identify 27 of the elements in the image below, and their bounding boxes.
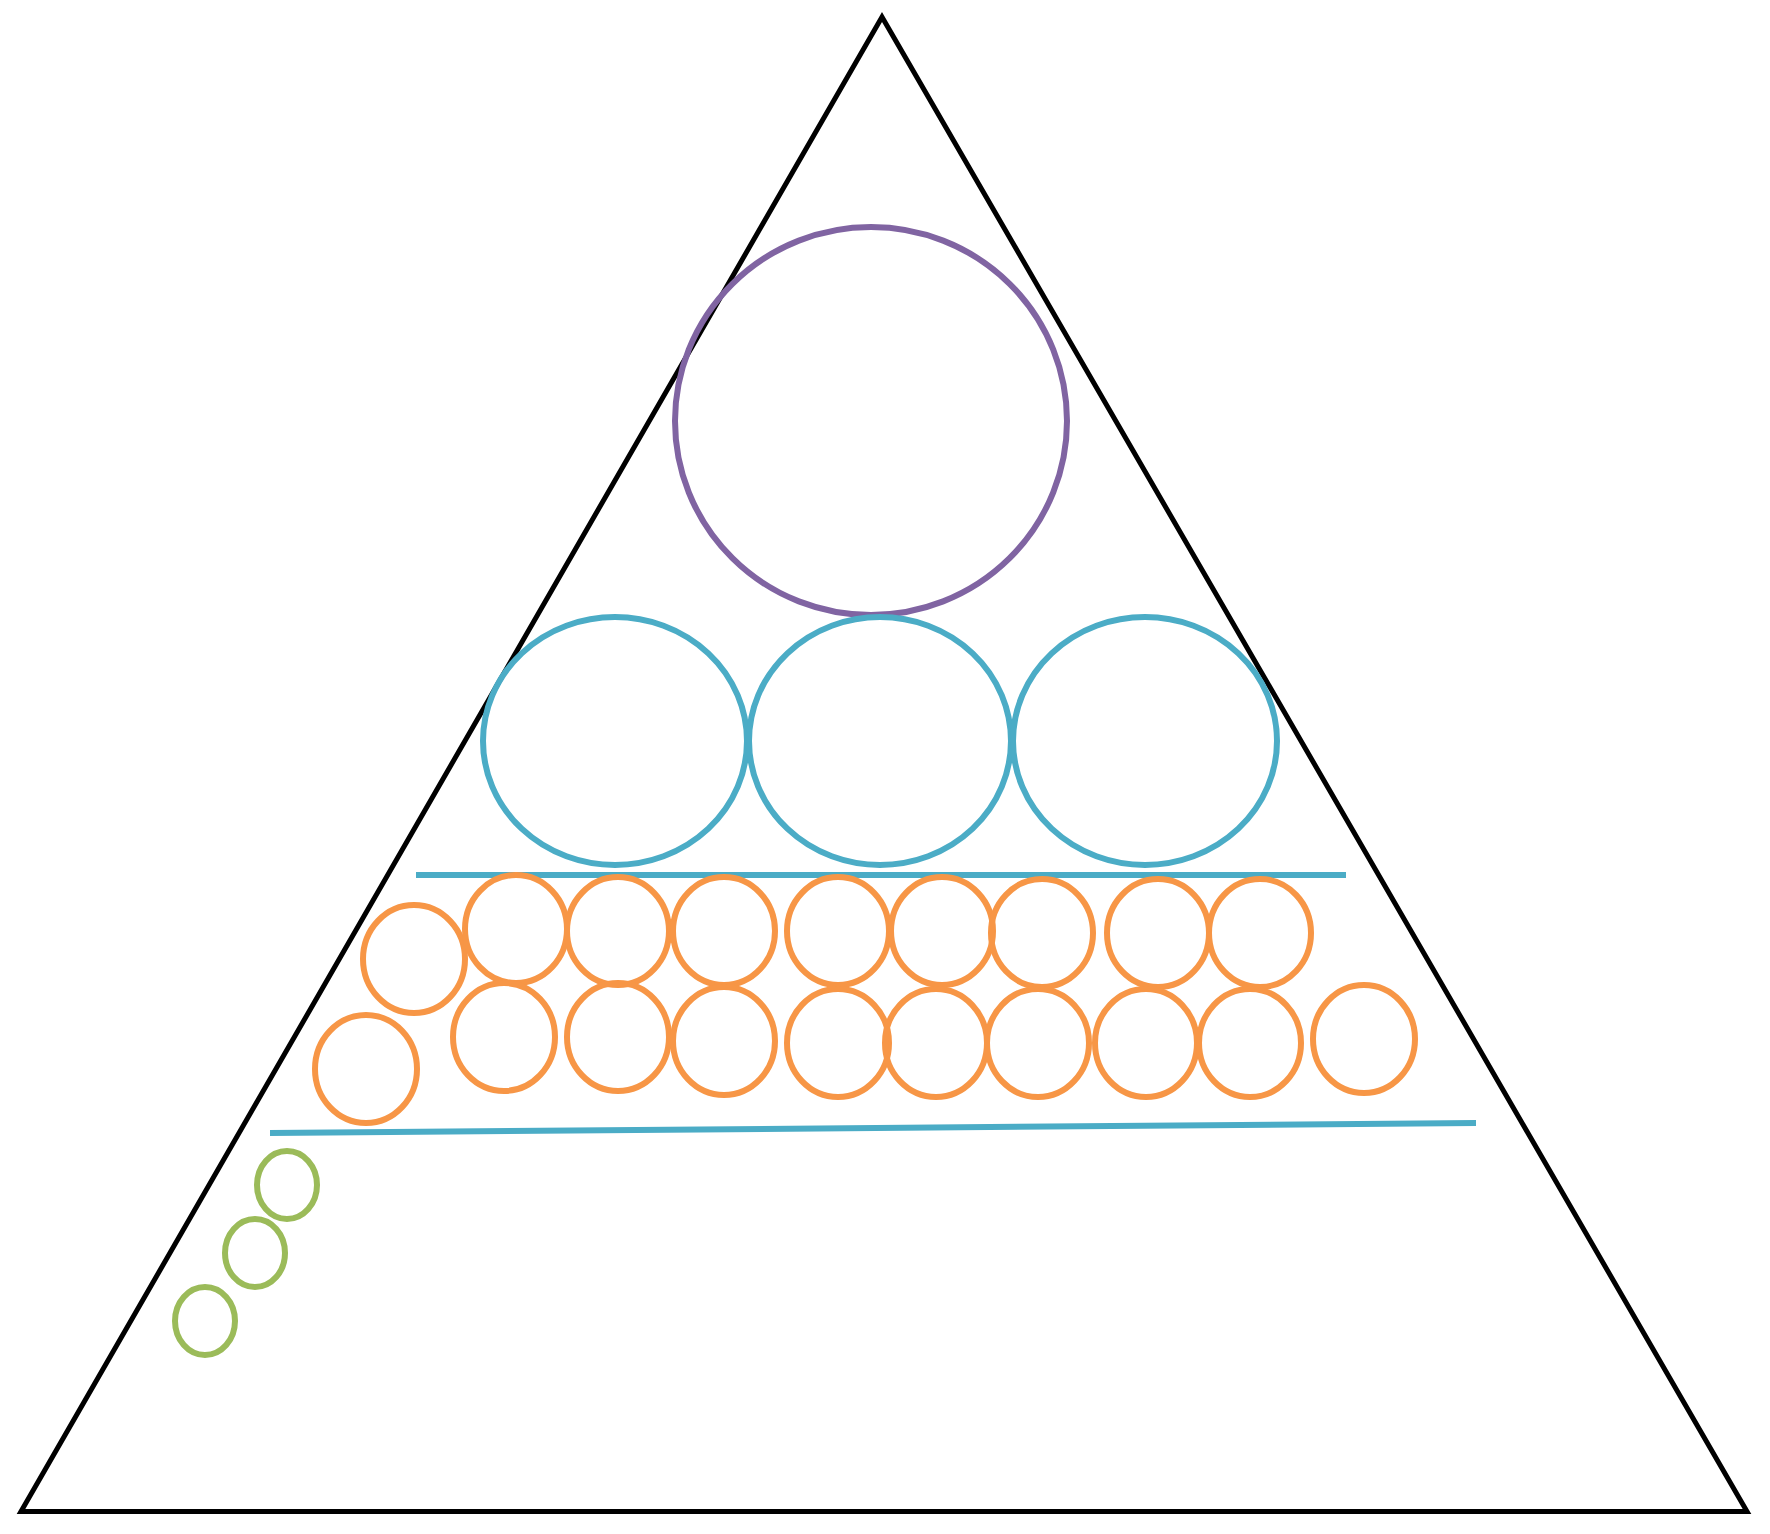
small-oval [253,1147,319,1221]
circle [1196,985,1304,1099]
circle [1092,985,1200,1099]
small-oval [221,1215,287,1289]
circle [1104,875,1212,989]
circle [450,979,558,1093]
circle [888,873,996,987]
circle [1310,981,1418,1095]
circle [359,901,467,1015]
circle [479,613,749,867]
circle [784,985,892,1099]
circle [988,875,1096,989]
pyramid-outline [16,12,1752,1514]
large-circle [671,223,1069,617]
circle [882,985,990,1099]
circle [984,985,1092,1099]
circle [564,979,672,1093]
circle [670,983,778,1097]
circle [312,1011,420,1125]
circle [1009,613,1279,867]
circle [745,613,1013,867]
circle [670,873,778,987]
circle [784,873,892,987]
small-oval [171,1283,237,1357]
circle [462,871,570,985]
circle [1206,875,1314,989]
circle [564,873,672,987]
